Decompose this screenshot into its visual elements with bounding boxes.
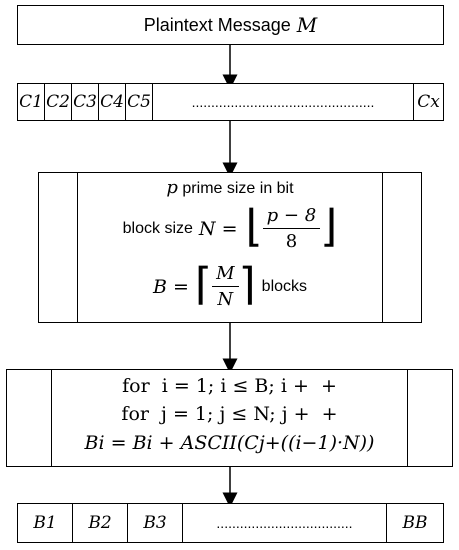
loop-body: Bi = Bi + ASCII(Cj+((i−1)·N)) — [84, 432, 375, 454]
plaintext-var: M — [296, 13, 318, 37]
param-line-blocksize: block size N = ⌊ p − 8 8 ⌋ — [122, 201, 338, 252]
cipher-blocks-row: C1 C2 C3 C4 C5 .........................… — [17, 83, 444, 121]
params-left-bar — [39, 173, 78, 322]
cipher-block: C4 — [99, 84, 126, 120]
plaintext-label: Plaintext Message — [143, 14, 291, 35]
loop-right-bar — [407, 370, 452, 466]
params-right-bar — [382, 173, 421, 322]
loop-box: for i = 1; i ≤ B; i + + for j = 1; j ≤ N… — [6, 369, 453, 467]
result-blocks-row: B1 B2 B3 ...............................… — [17, 503, 444, 543]
plaintext-box: Plaintext Message M — [17, 5, 444, 45]
cipher-block: C2 — [45, 84, 72, 120]
cipher-dots: ........................................… — [191, 94, 375, 110]
cipher-block-last: Cx — [413, 84, 443, 120]
param-line-prime: p prime size in bit — [166, 177, 294, 198]
result-block-last: BB — [386, 504, 443, 542]
cipher-block: C5 — [126, 84, 153, 120]
parameters-box: p prime size in bit block size N = ⌊ p −… — [38, 172, 422, 323]
result-dots: ................................... — [216, 515, 353, 531]
loop-left-bar — [7, 370, 52, 466]
loop-inner: for j = 1; j ≤ N; j + + — [121, 403, 338, 425]
result-block: B1 — [18, 504, 73, 542]
cipher-block: C1 — [18, 84, 45, 120]
result-block: B2 — [73, 504, 128, 542]
param-line-blocks: B = ⌈ M N ⌉ blocks — [152, 259, 308, 310]
loop-outer: for i = 1; i ≤ B; i + + — [122, 375, 337, 397]
result-block: B3 — [128, 504, 183, 542]
cipher-block: C3 — [72, 84, 99, 120]
